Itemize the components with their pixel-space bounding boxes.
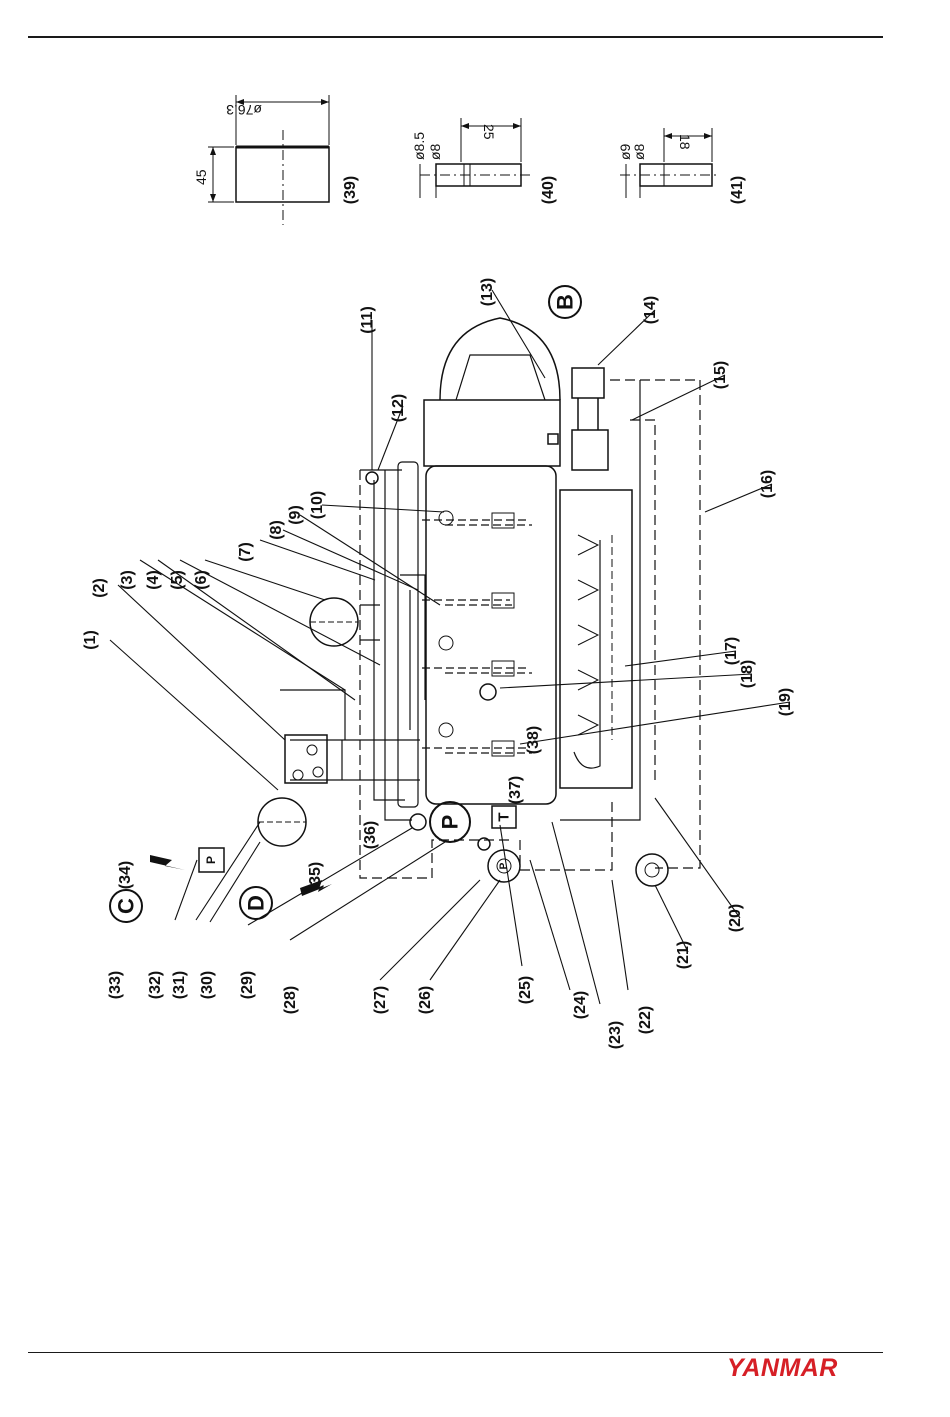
callout-11: (11) xyxy=(359,306,376,334)
footer-rule xyxy=(28,1352,883,1353)
callout-14: (14) xyxy=(642,296,659,324)
dim-40-inner: ø8 xyxy=(427,143,443,160)
callout-26: (26) xyxy=(417,986,434,1014)
callout-33: (33) xyxy=(107,971,124,999)
callout-30: (30) xyxy=(199,971,216,999)
part-39-drawing xyxy=(208,95,329,225)
callout-10: (10) xyxy=(309,491,326,519)
fuel-block-2 xyxy=(285,735,327,783)
callout-19: (19) xyxy=(777,688,794,716)
sensor-9a xyxy=(439,636,453,650)
callout-22: (22) xyxy=(637,1006,654,1034)
injectors xyxy=(492,513,514,756)
marker-d: D xyxy=(240,887,272,919)
callout-16: (16) xyxy=(759,470,776,498)
callout-36: (36) xyxy=(362,821,379,849)
marker-c: C xyxy=(110,890,142,922)
callout-labels: (1) (2) (3) (4) (5) (6) (7) (8)(9) (10) (11) (12) (… xyxy=(82,176,794,1049)
callout-20: (20) xyxy=(727,904,744,932)
sensor-36 xyxy=(410,814,426,830)
sensor-10 xyxy=(439,511,453,525)
yanmar-logo: YANMAR xyxy=(727,1354,838,1383)
callout-24: (24) xyxy=(572,991,589,1019)
callout-27: (27) xyxy=(372,986,389,1014)
callout-39: (39) xyxy=(342,176,359,204)
dim-41-length: 18 xyxy=(677,134,693,150)
callout-9: (9) xyxy=(287,505,304,525)
dimension-labels: ø76.3 45 ø8.5 ø8 25 ø9 ø8 18 xyxy=(193,102,693,185)
markers: B C D P T P P xyxy=(110,286,581,922)
callout-7: (7) xyxy=(237,542,254,562)
leader-lines xyxy=(110,290,790,1004)
marker-b: B xyxy=(549,286,581,318)
part-41-drawing xyxy=(620,128,720,198)
sensor-12 xyxy=(366,472,378,484)
callout-23: (23) xyxy=(607,1021,624,1049)
thermostat-text: T xyxy=(496,812,513,821)
callout-25: (25) xyxy=(517,976,534,1004)
callout-6: (6) xyxy=(193,570,210,590)
callout-8: (8) xyxy=(268,520,285,540)
callout-38: (38) xyxy=(525,726,542,754)
callout-21: (21) xyxy=(675,941,692,969)
sensor-9b xyxy=(439,723,453,737)
callout-12: (12) xyxy=(390,394,407,422)
callout-4: (4) xyxy=(145,570,162,590)
callout-2: (2) xyxy=(91,578,108,598)
sea-water-pump-21 xyxy=(636,854,668,886)
wire-symbol-35 xyxy=(300,880,332,896)
pump-small-text: P xyxy=(499,862,510,869)
fuel-filter-31 xyxy=(258,798,306,846)
callout-34: (34) xyxy=(117,861,134,889)
callout-29: (29) xyxy=(239,971,256,999)
callout-17: (17) xyxy=(723,637,740,665)
callout-37: (37) xyxy=(507,776,524,804)
callout-32: (32) xyxy=(147,971,164,999)
callout-5: (5) xyxy=(169,570,186,590)
callout-40: (40) xyxy=(540,176,557,204)
callout-28: (28) xyxy=(282,986,299,1014)
callout-31: (31) xyxy=(171,971,188,999)
callout-1: (1) xyxy=(82,630,99,650)
callout-41: (41) xyxy=(729,176,746,204)
pressure-switch-text: P xyxy=(204,856,218,864)
callout-3: (3) xyxy=(119,570,136,590)
dim-41-inner: ø8 xyxy=(631,143,647,160)
filter-7 xyxy=(310,598,380,646)
dim-39-height: 45 xyxy=(193,169,209,185)
callout-18: (18) xyxy=(739,660,756,688)
marker-b-text: B xyxy=(553,294,578,310)
dim-40-length: 25 xyxy=(481,124,497,140)
callout-15: (15) xyxy=(712,361,729,389)
wire-symbol-34 xyxy=(150,855,185,870)
callout-13: (13) xyxy=(479,278,496,306)
marker-c-text: C xyxy=(114,898,139,914)
pump-large-text: P xyxy=(438,815,463,830)
sensor-38 xyxy=(480,684,496,700)
marker-d-text: D xyxy=(244,895,269,911)
dim-39-diameter: ø76.3 xyxy=(226,102,262,118)
dim-40-outer: ø8.5 xyxy=(411,132,427,160)
